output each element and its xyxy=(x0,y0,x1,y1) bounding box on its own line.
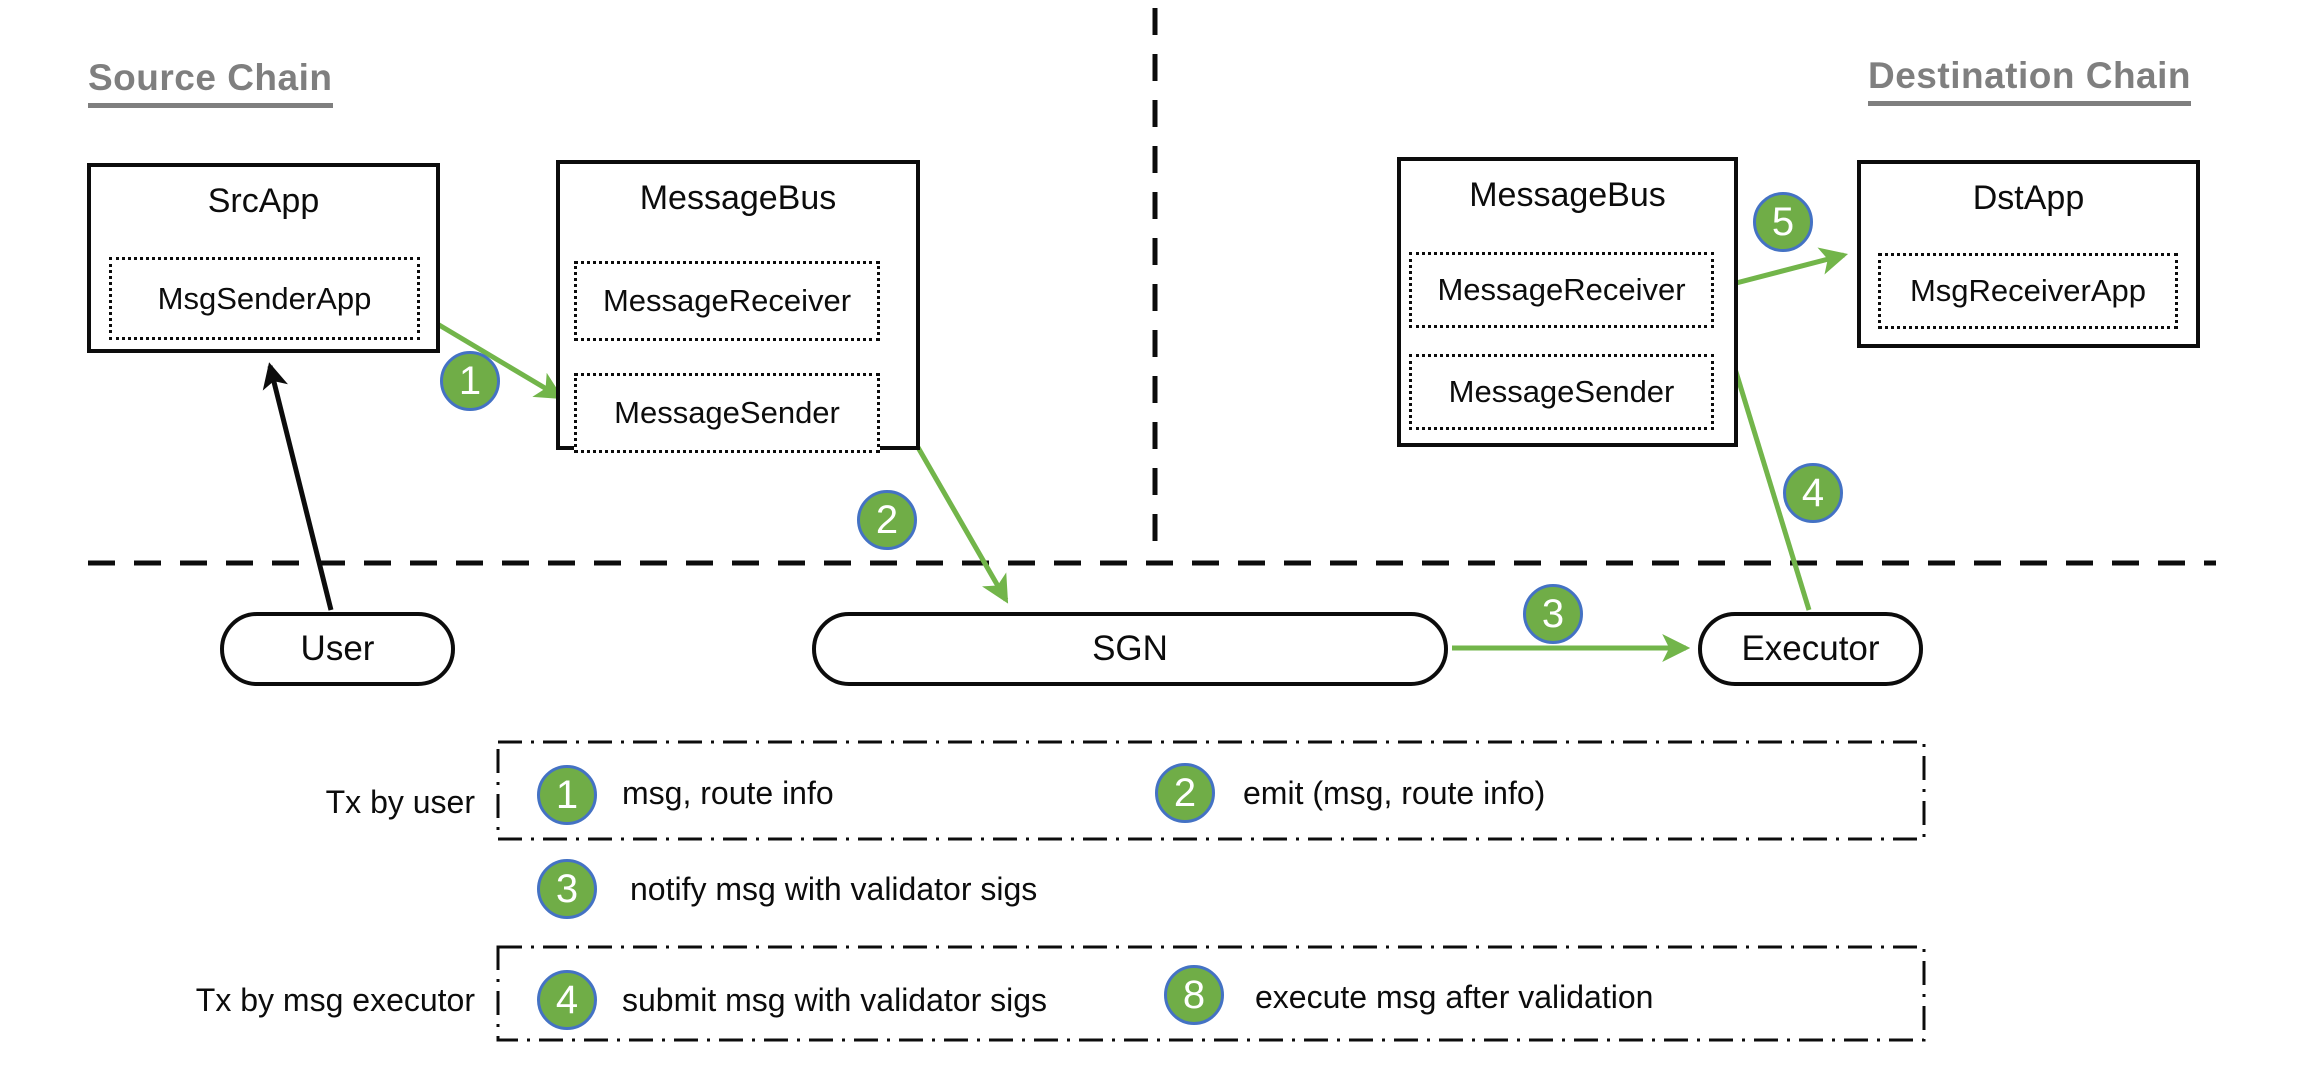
message-sender-destination-label: MessageSender xyxy=(1448,374,1675,409)
executor-label: Executor xyxy=(1741,629,1880,668)
arrow-user-to-srcapp xyxy=(262,362,334,611)
message-receiver-source-box: MessageReceiver xyxy=(574,261,880,341)
legend-badge-2: 2 xyxy=(1155,763,1215,823)
message-receiver-source-label: MessageReceiver xyxy=(602,283,852,318)
legend-badge-3: 3 xyxy=(537,859,597,919)
message-bus-source-box: MessageBus MessageReceiver MessageSender xyxy=(556,160,920,453)
legend-badge-8: 8 xyxy=(1164,965,1224,1025)
message-sender-source-label: MessageSender xyxy=(614,395,840,430)
step-badge-2: 2 xyxy=(857,490,917,550)
dst-app-title: DstApp xyxy=(1972,179,2085,217)
legend-text-8: execute msg after validation xyxy=(1255,979,1654,1015)
sgn-pill: SGN xyxy=(812,612,1448,686)
executor-pill: Executor xyxy=(1698,612,1923,686)
dst-app-box: DstApp MsgReceiverApp xyxy=(1857,160,2200,348)
message-receiver-destination-box: MessageReceiver xyxy=(1409,252,1714,328)
message-sender-source-box: MessageSender xyxy=(574,373,880,453)
msg-sender-app-box: MsgSenderApp xyxy=(109,257,420,340)
legend-text-1: msg, route info xyxy=(622,775,834,811)
src-app-title: SrcApp xyxy=(207,182,320,220)
msg-sender-app-label: MsgSenderApp xyxy=(157,280,372,316)
message-receiver-destination-label: MessageReceiver xyxy=(1437,272,1686,307)
legend-text-2: emit (msg, route info) xyxy=(1243,775,1546,811)
message-bus-source-title: MessageBus xyxy=(639,179,837,217)
msg-receiver-app-box: MsgReceiverApp xyxy=(1878,253,2178,329)
user-label: User xyxy=(300,629,375,668)
destination-chain-heading: Destination Chain xyxy=(1868,55,2192,106)
legend-text-3: notify msg with validator sigs xyxy=(630,871,1038,907)
legend-text-4: submit msg with validator sigs xyxy=(622,982,1048,1018)
step-badge-5: 5 xyxy=(1753,192,1813,252)
msg-receiver-app-label: MsgReceiverApp xyxy=(1909,273,2147,308)
message-bus-destination-box: MessageBus MessageReceiver MessageSender xyxy=(1397,157,1738,447)
legend-badge-1: 1 xyxy=(537,765,597,825)
src-app-box: SrcApp MsgSenderApp xyxy=(87,163,440,353)
step-badge-4: 4 xyxy=(1783,463,1843,523)
message-sender-destination-box: MessageSender xyxy=(1409,354,1714,430)
legend-group2-label: Tx by msg executor xyxy=(195,982,475,1018)
legend-badge-4: 4 xyxy=(537,970,597,1030)
step-badge-3: 3 xyxy=(1523,584,1583,644)
message-bus-destination-title: MessageBus xyxy=(1469,176,1666,214)
step-badge-1: 1 xyxy=(440,351,500,411)
source-chain-heading: Source Chain xyxy=(88,57,333,108)
legend-group1-label: Tx by user xyxy=(325,784,475,820)
sgn-label: SGN xyxy=(1092,629,1168,668)
user-pill: User xyxy=(220,612,455,686)
